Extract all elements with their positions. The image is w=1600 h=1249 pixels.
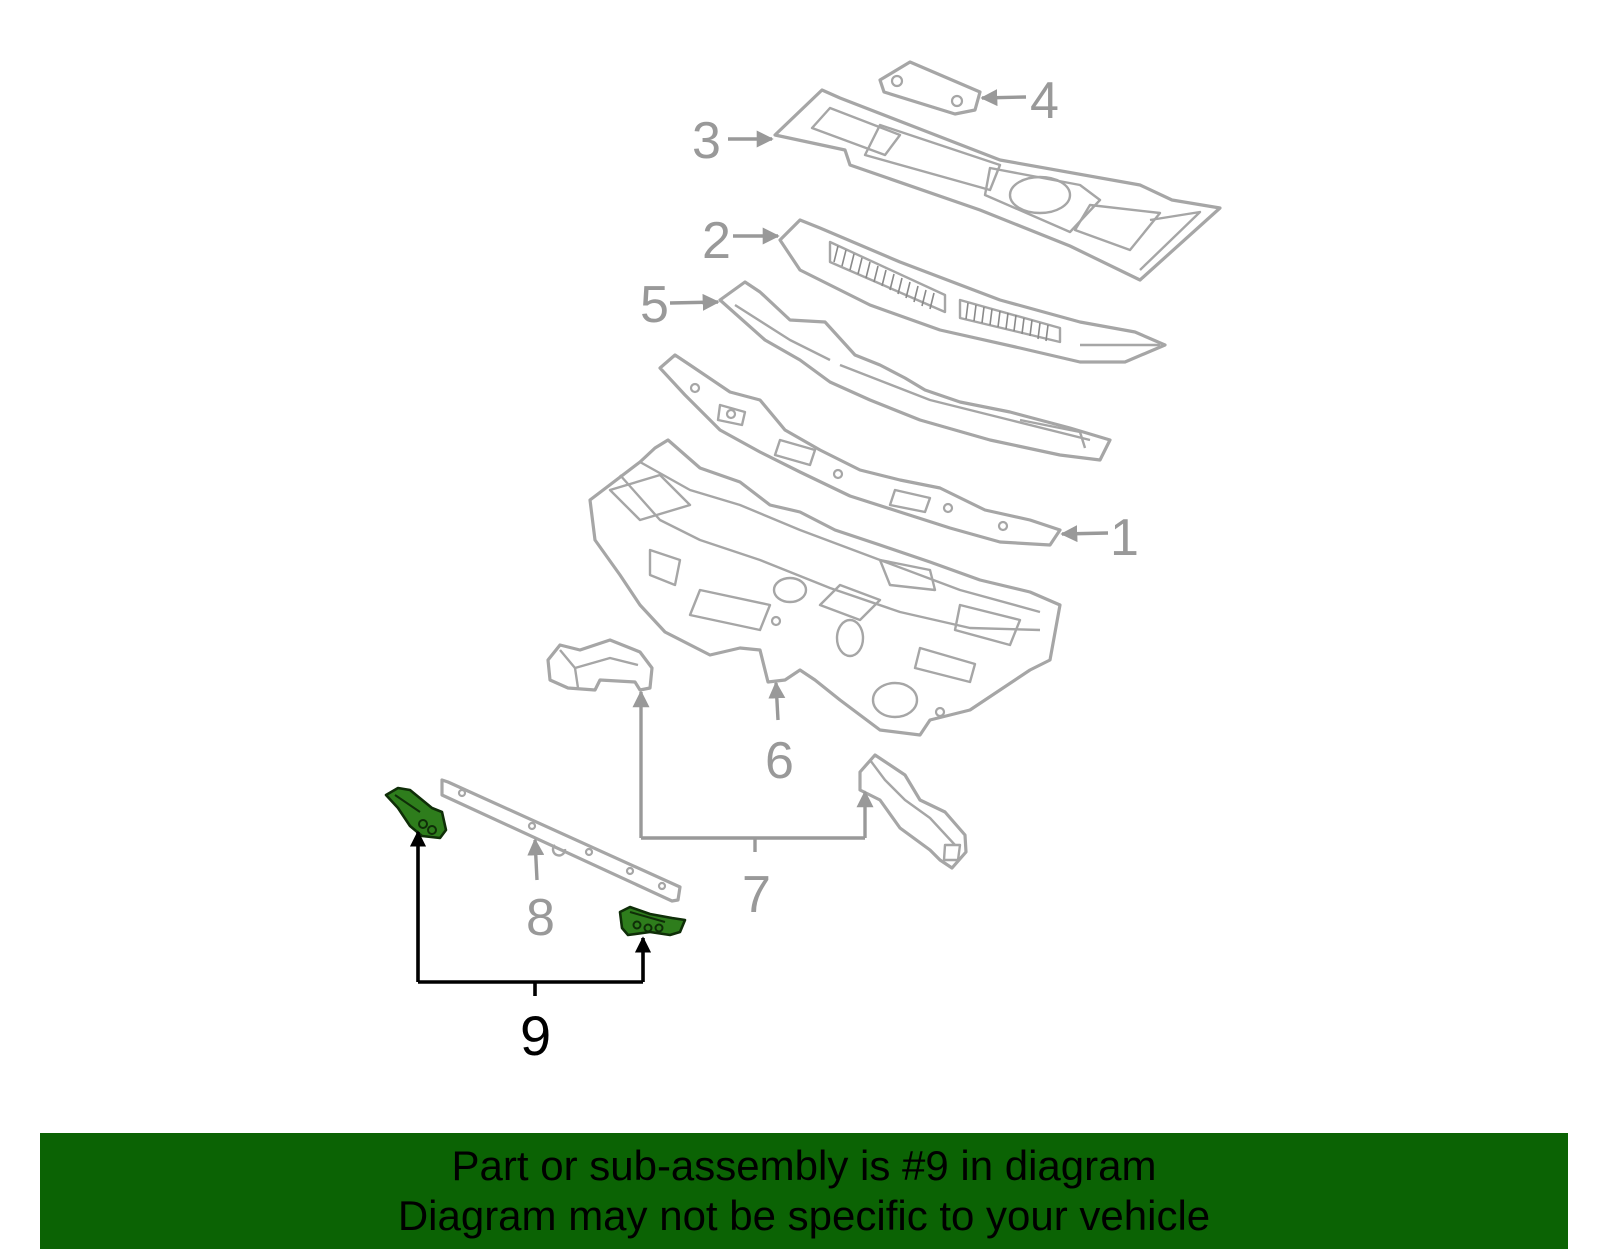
callout-1: 1 <box>1110 509 1139 567</box>
part-2-grille <box>778 218 1167 364</box>
part-9-bracket-right <box>618 905 687 937</box>
leader-7 <box>632 690 874 852</box>
callout-7: 7 <box>742 866 771 924</box>
banner-line-2: Diagram may not be specific to your vehi… <box>397 1192 1211 1239</box>
callout-8: 8 <box>526 889 555 947</box>
callout-3: 3 <box>692 112 721 170</box>
leader-6 <box>768 681 786 721</box>
leader-4 <box>980 89 1027 107</box>
leader-9 <box>409 830 652 996</box>
part-1-cowl-reinforcement <box>658 353 1062 547</box>
part-6-dash-panel <box>588 438 1062 737</box>
part-5-reinforcement <box>718 280 1112 462</box>
part-7-left-bracket <box>546 638 654 692</box>
part-7-right-bracket <box>858 753 968 870</box>
part-9-bracket-left <box>384 786 448 840</box>
info-banner: Part or sub-assembly is #9 in diagram Di… <box>40 1133 1568 1249</box>
callout-4: 4 <box>1030 72 1059 130</box>
leader-5 <box>669 293 720 311</box>
part-4-plate <box>878 60 982 116</box>
part-3-cowl-panel <box>773 88 1222 282</box>
part-8-strip <box>440 778 682 903</box>
leader-8 <box>527 838 545 881</box>
callout-9: 9 <box>520 1004 551 1067</box>
callout-5: 5 <box>640 276 669 334</box>
callout-2: 2 <box>702 212 731 270</box>
banner-line-1: Part or sub-assembly is #9 in diagram <box>451 1142 1157 1189</box>
callout-6: 6 <box>765 732 794 790</box>
leader-1 <box>1060 525 1109 543</box>
